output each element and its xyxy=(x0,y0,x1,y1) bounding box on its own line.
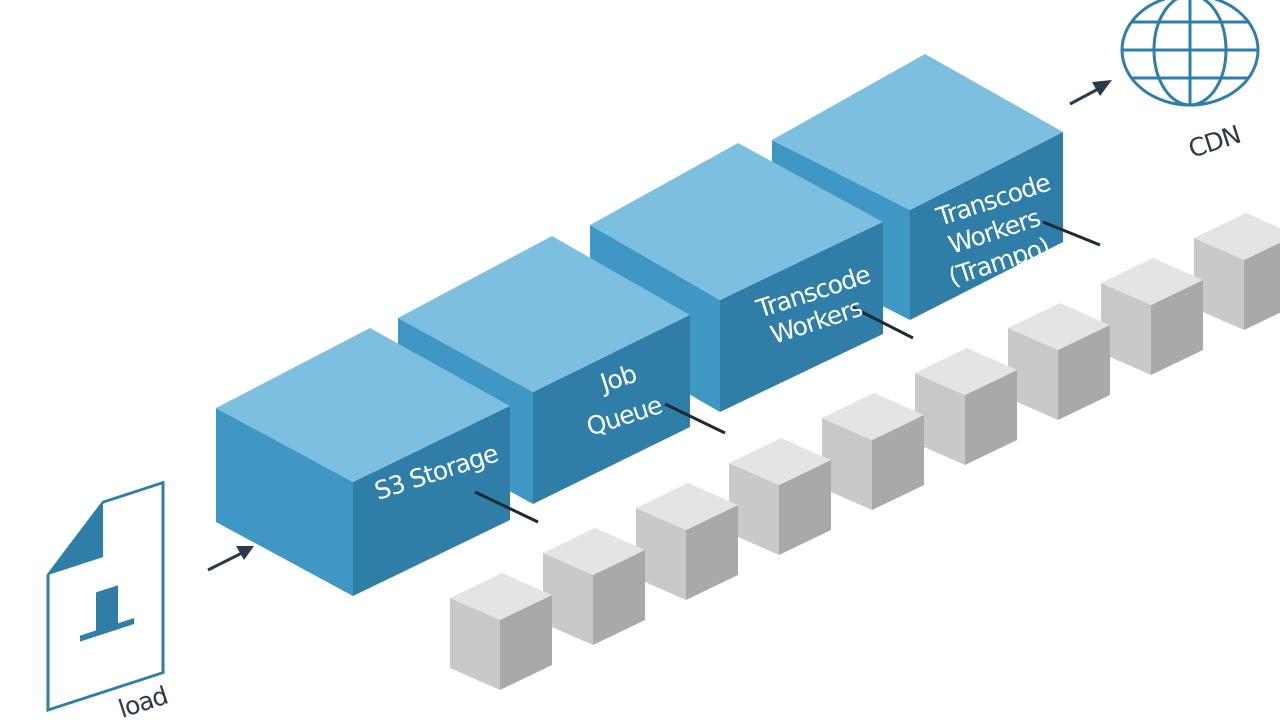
s3-storage-block-right-face xyxy=(353,406,510,596)
worker-cube-left-face xyxy=(1101,283,1151,375)
job-queue-block-top-face xyxy=(398,236,690,392)
worker-cube-right-face xyxy=(1058,325,1110,420)
worker-cube-right-face xyxy=(965,370,1017,465)
upload-document-icon xyxy=(46,480,165,712)
worker-cube xyxy=(822,393,924,510)
worker-cube-top-face xyxy=(543,528,645,575)
worker-cube-left-face xyxy=(1194,238,1244,330)
worker-cube-right-face xyxy=(1244,242,1280,330)
worker-cube xyxy=(450,573,552,690)
connector-line xyxy=(664,402,726,435)
connector-line xyxy=(849,304,914,340)
worker-cube-right-face xyxy=(500,595,552,690)
worker-cube xyxy=(915,348,1017,465)
worker-cube xyxy=(729,438,831,555)
worker-cube-left-face xyxy=(822,418,872,510)
worker-cube-left-face xyxy=(729,463,779,555)
pipeline-blocks xyxy=(216,54,1063,596)
worker-cube-top-face xyxy=(636,483,738,530)
worker-cube-top-face xyxy=(915,348,1017,395)
worker-cube-right-face xyxy=(1151,280,1203,375)
worker-cube xyxy=(1101,258,1203,375)
s3-storage-block xyxy=(216,328,510,596)
worker-cube xyxy=(636,483,738,600)
worker-cube-top-face xyxy=(1194,213,1280,260)
worker-cube-top-face xyxy=(822,393,924,440)
worker-cube-left-face xyxy=(1008,328,1058,420)
connectors xyxy=(474,220,1101,524)
s3-storage-block-left-face xyxy=(216,408,353,596)
worker-cube-top-face xyxy=(1101,258,1203,305)
worker-cube-left-face xyxy=(636,508,686,600)
worker-cube-right-face xyxy=(593,550,645,645)
worker-cube-left-face xyxy=(450,598,500,690)
worker-cube-top-face xyxy=(450,573,552,620)
arrow-icon xyxy=(1069,80,1112,106)
worker-cube xyxy=(1194,213,1280,330)
connector-line xyxy=(474,490,539,524)
worker-cube-top-face xyxy=(1008,303,1110,350)
worker-cube-right-face xyxy=(872,415,924,510)
worker-cube-right-face xyxy=(779,460,831,555)
arrow-icon xyxy=(207,546,254,572)
connector-line xyxy=(1042,220,1101,247)
job-queue-block-right-face xyxy=(533,315,690,504)
transcode-workers-block-top-face xyxy=(590,143,883,300)
transcode-workers-2-block-right-face xyxy=(910,132,1063,320)
s3-storage-block-top-face xyxy=(216,328,510,482)
transcode-workers-block-right-face xyxy=(720,222,883,412)
worker-cube xyxy=(543,528,645,645)
worker-cube-left-face xyxy=(543,553,593,645)
worker-cube xyxy=(1008,303,1110,420)
cdn-label: CDN xyxy=(1185,120,1244,164)
worker-cube-top-face xyxy=(729,438,831,485)
worker-cube-left-face xyxy=(915,373,965,465)
worker-cube-right-face xyxy=(686,505,738,600)
globe-icon xyxy=(1120,0,1260,107)
worker-cube-row xyxy=(450,213,1280,690)
transcode-workers-2-block-top-face xyxy=(772,54,1063,210)
